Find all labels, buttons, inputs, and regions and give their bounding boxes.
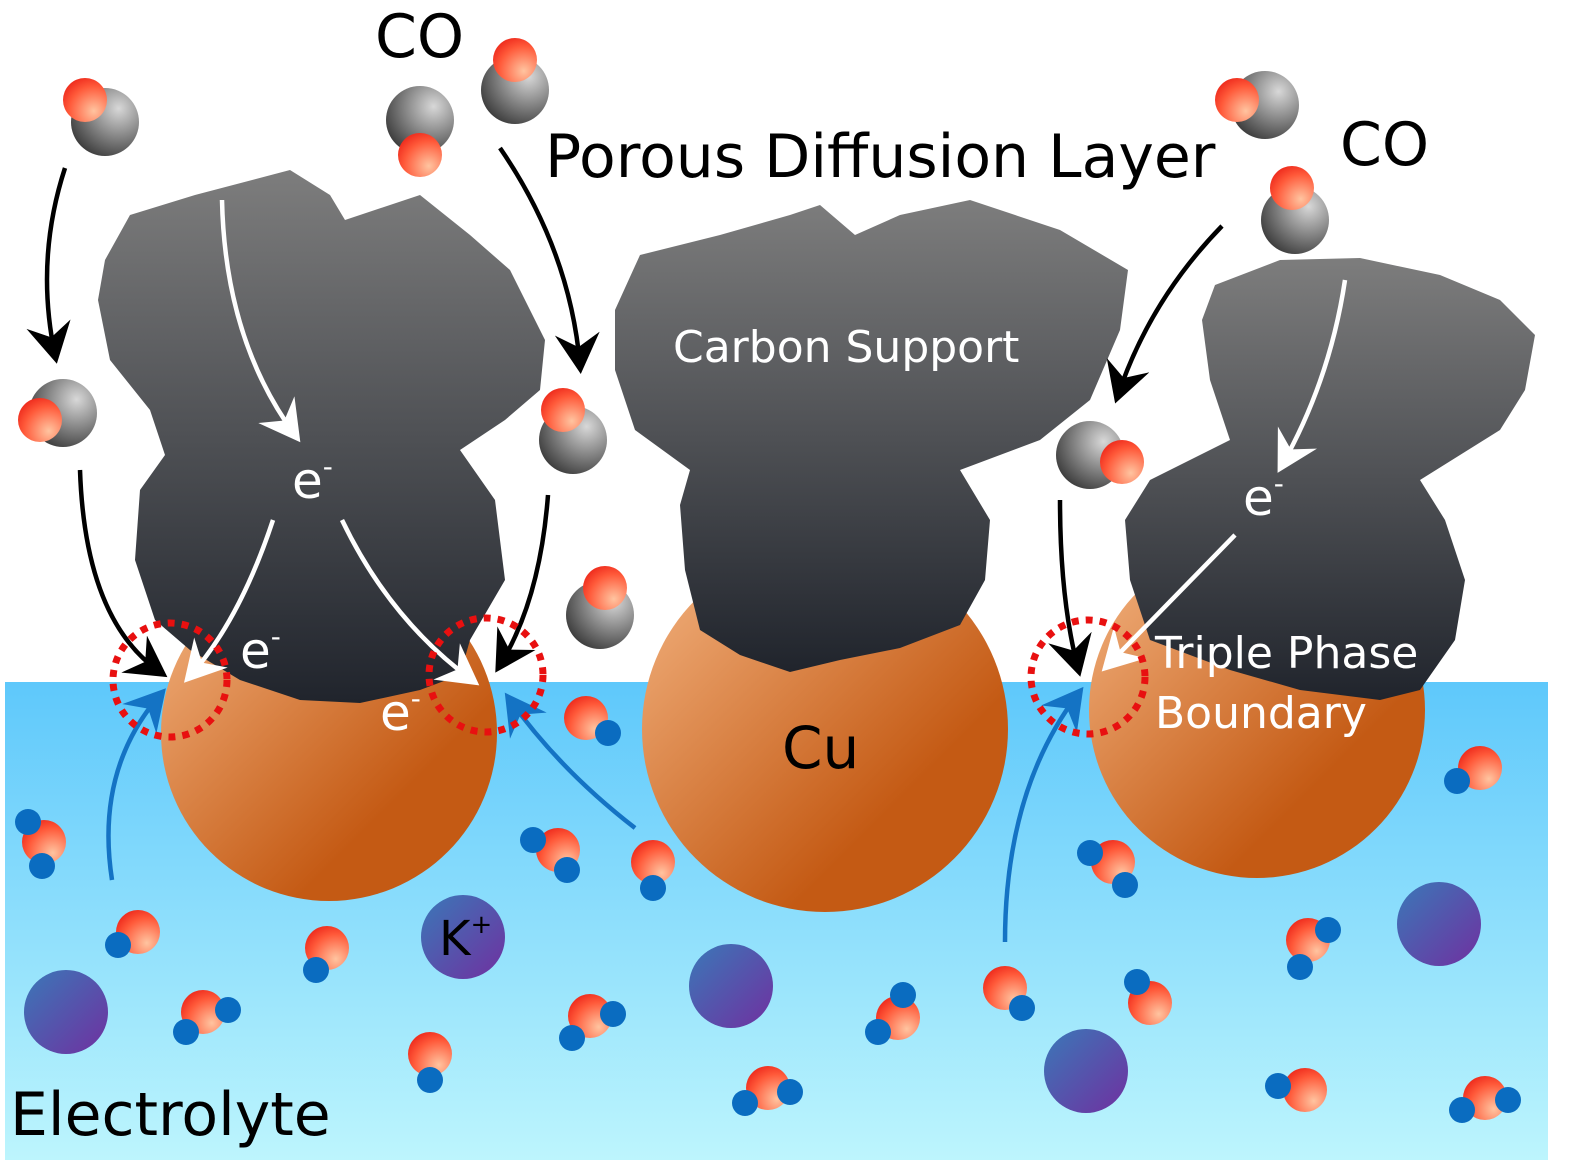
cu-label: Cu — [782, 714, 859, 782]
co-label: CO — [1340, 110, 1429, 180]
water-molecule — [303, 926, 349, 983]
carbon-support-right — [1125, 258, 1535, 700]
triple-phase-boundary-markers — [109, 614, 1149, 741]
boundary-circle — [109, 619, 231, 741]
co-molecule — [386, 86, 454, 177]
flow-arrow — [26, 167, 71, 364]
water-molecule — [564, 696, 621, 746]
co-molecule — [566, 566, 634, 649]
carbon-support-left — [98, 170, 545, 703]
potassium-ion — [24, 970, 108, 1054]
flow-arrow — [1106, 224, 1224, 404]
water-molecule — [173, 990, 241, 1045]
water-molecule — [732, 1066, 803, 1116]
flow-arrow — [106, 688, 166, 881]
co-molecule — [18, 379, 97, 447]
molecules — [15, 38, 1521, 1123]
water-molecule — [983, 966, 1035, 1021]
boundary-circle — [1027, 616, 1149, 738]
porous-diffusion-layer-label: Porous Diffusion Layer — [545, 122, 1216, 192]
flow-arrow — [1277, 279, 1348, 473]
co-molecule — [63, 78, 139, 156]
flow-arrow — [77, 469, 168, 678]
potassium-ion — [1397, 882, 1481, 966]
potassium-ion — [1044, 1029, 1128, 1113]
flow-arrow — [1048, 499, 1092, 677]
flow-arrow — [1101, 533, 1237, 672]
water-molecule — [1077, 840, 1138, 898]
flow-arrow — [495, 494, 551, 673]
water-molecule — [520, 827, 580, 883]
water-molecule — [1286, 917, 1341, 980]
flow-arrows — [26, 146, 1348, 943]
co-molecule — [481, 38, 549, 124]
carbon-support-center — [615, 200, 1128, 672]
water-molecule — [105, 910, 160, 958]
water-molecule — [15, 809, 66, 879]
flow-arrow — [1002, 686, 1084, 943]
water-molecule — [1449, 1076, 1521, 1123]
flow-arrow — [184, 519, 276, 683]
potassium-ion — [689, 944, 773, 1028]
boundary-label: Boundary — [1155, 688, 1367, 739]
potassium-ion: K+ — [421, 895, 505, 979]
water-molecule — [559, 994, 626, 1051]
co-molecule — [1215, 71, 1299, 139]
co-molecule — [539, 388, 607, 474]
flow-arrow — [219, 199, 301, 443]
flow-arrow — [498, 146, 600, 374]
water-molecule — [1265, 1068, 1327, 1112]
water-molecule — [865, 982, 920, 1045]
boundary-circle — [425, 614, 547, 736]
co-label: CO — [375, 2, 464, 72]
water-molecule — [1124, 969, 1172, 1025]
triple-phase-label: Triple Phase — [1154, 628, 1418, 679]
potassium-ions: K+ — [24, 882, 1481, 1113]
co-molecule — [1056, 421, 1144, 489]
carbon-support-label: Carbon Support — [673, 322, 1019, 373]
water-molecule — [631, 840, 675, 901]
water-molecule — [1444, 746, 1502, 794]
water-molecule — [408, 1032, 452, 1093]
co-molecule — [1261, 166, 1329, 254]
carbon-supports — [98, 170, 1535, 703]
flow-arrow — [339, 519, 480, 686]
electrolyte-label: Electrolyte — [10, 1080, 331, 1150]
